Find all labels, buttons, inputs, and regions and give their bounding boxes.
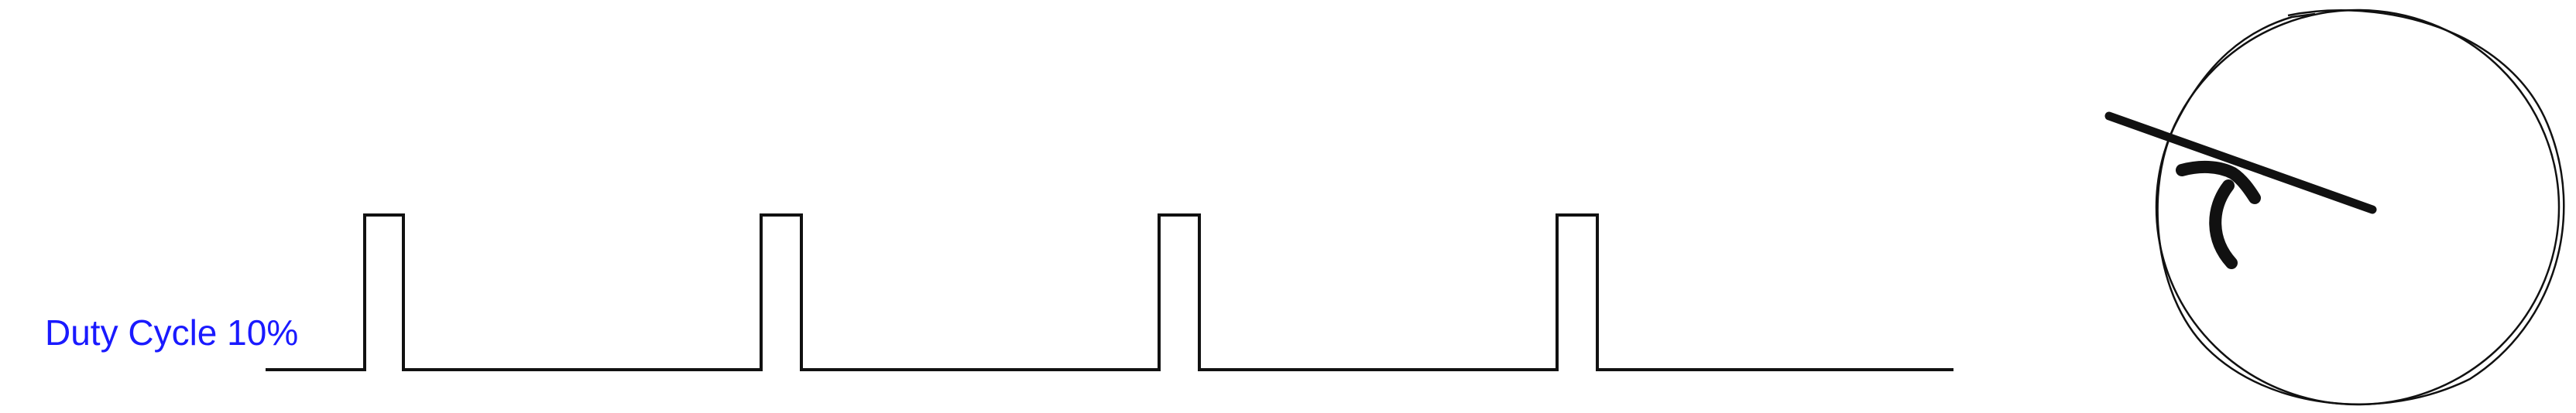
dial-circle-sketch	[2156, 9, 2565, 405]
dial-icon	[2155, 9, 2565, 406]
duty-cycle-label: Duty Cycle 10%	[45, 312, 299, 353]
pwm-waveform	[266, 213, 1953, 371]
dial-needle	[2104, 111, 2377, 214]
rotation-arrow-icon	[2176, 160, 2261, 269]
